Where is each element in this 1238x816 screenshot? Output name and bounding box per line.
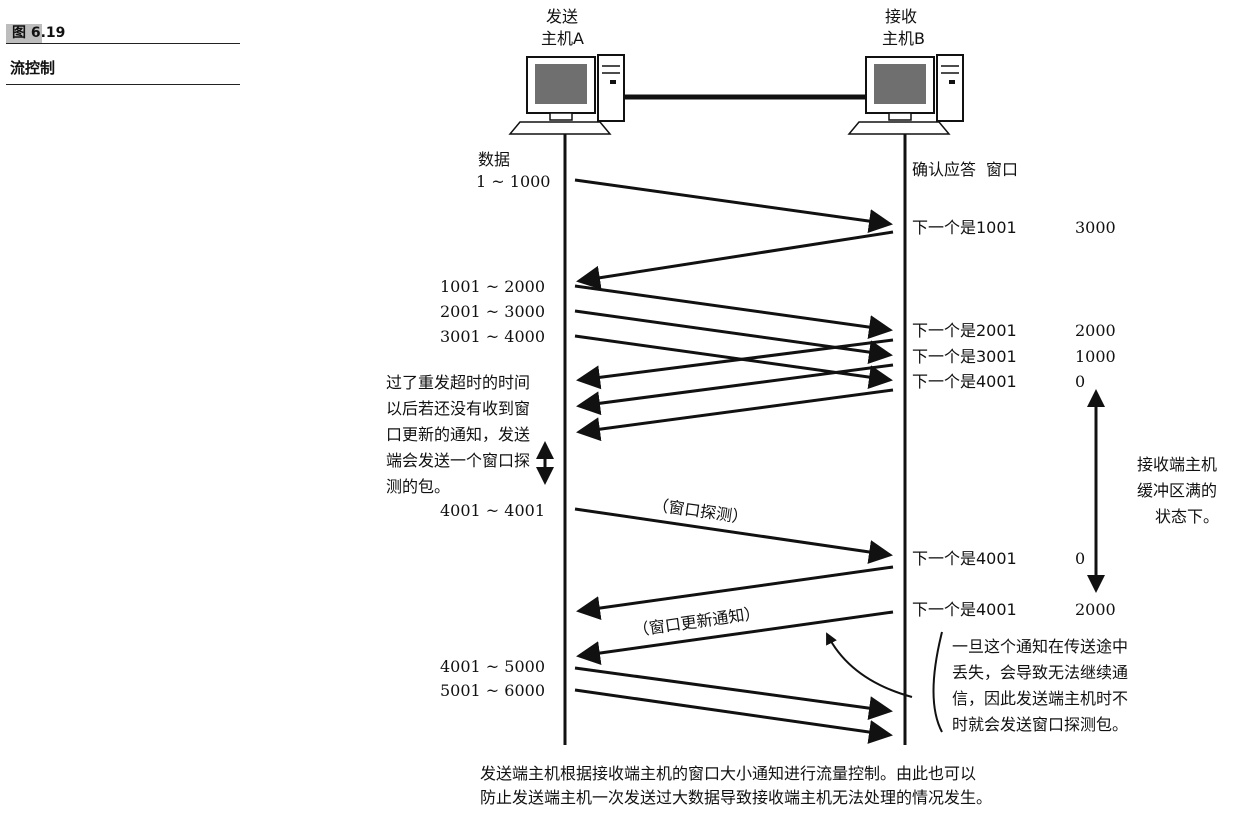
host-b-label-line1: 接收 — [885, 7, 917, 26]
footnote-line: 发送端主机根据接收端主机的窗口大小通知进行流量控制。由此也可以 — [480, 764, 977, 783]
loss-note: 一旦这个通知在传送途中 丢失，会导致无法继续通 信，因此发送端主机时不 时就会发… — [952, 637, 1128, 734]
buffer-note-line: 缓冲区满的 — [1137, 481, 1217, 500]
data-column-label: 数据 — [478, 150, 510, 169]
data-arrow — [574, 666, 893, 721]
ack-label: 下一个是4001 — [912, 600, 1017, 619]
timeout-note-line: 口更新的通知，发送 — [386, 425, 530, 444]
segment-label: 5001 ~ 6000 — [440, 681, 545, 700]
data-arrow — [574, 309, 893, 364]
window-value: 3000 — [1075, 218, 1116, 237]
host-b-computer-icon — [847, 54, 964, 135]
window-column-label: 窗口 — [986, 160, 1018, 179]
window-update-arrow — [576, 610, 894, 665]
ack-label: 下一个是3001 — [912, 347, 1017, 366]
data-arrow — [574, 688, 893, 744]
host-a-computer-icon — [508, 54, 625, 135]
timeout-note-line: 以后若还没有收到窗 — [386, 399, 530, 418]
data-arrow — [574, 284, 893, 339]
caption-rule-top — [6, 43, 240, 44]
buffer-note-line: 接收端主机 — [1137, 455, 1217, 474]
loss-note-line: 丢失，会导致无法继续通 — [952, 663, 1128, 682]
figure-footnote: 发送端主机根据接收端主机的窗口大小通知进行流量控制。由此也可以 防止发送端主机一… — [480, 762, 992, 810]
segment-label: 4001 ~ 5000 — [440, 657, 545, 676]
loss-note-bracket — [932, 631, 943, 733]
loss-note-line: 信，因此发送端主机时不 — [952, 689, 1128, 708]
timeout-note-line: 过了重发超时的时间 — [386, 373, 530, 392]
loss-note-pointer-arrow — [826, 632, 913, 698]
ack-label: 下一个是2001 — [912, 321, 1017, 340]
timeout-note-line: 测的包。 — [386, 477, 450, 496]
ack-arrow — [576, 230, 894, 290]
data-arrow — [574, 178, 893, 233]
host-b-label-line2: 主机B — [882, 29, 925, 48]
segment-label: 2001 ~ 3000 — [440, 302, 545, 321]
timeout-note: 过了重发超时的时间 以后若还没有收到窗 口更新的通知，发送 端会发送一个窗口探 … — [386, 373, 530, 496]
ack-column-label: 确认应答 — [912, 160, 976, 179]
footnote-line: 防止发送端主机一次发送过大数据导致接收端主机无法处理的情况发生。 — [480, 788, 993, 807]
ack-arrow — [576, 338, 894, 390]
ack-label: 下一个是1001 — [912, 218, 1017, 237]
timeout-note-line: 端会发送一个窗口探 — [386, 451, 530, 470]
window-value: 0 — [1075, 549, 1085, 568]
buffer-note-line: 状态下。 — [1155, 507, 1219, 526]
loss-note-line: 时就会发送窗口探测包。 — [952, 715, 1128, 734]
loss-note-line: 一旦这个通知在传送途中 — [952, 637, 1128, 656]
host-a-label-line1: 发送 — [546, 7, 578, 26]
host-a-label-line2: 主机A — [541, 29, 584, 48]
segment-label: 1 ~ 1000 — [476, 172, 550, 191]
window-value: 1000 — [1075, 347, 1116, 366]
window-value: 0 — [1075, 372, 1085, 391]
window-value: 2000 — [1075, 321, 1116, 340]
buffer-full-note: 接收端主机 缓冲区满的 状态下。 — [1137, 455, 1219, 526]
ack-arrow — [576, 565, 894, 620]
ack-label: 下一个是4001 — [912, 549, 1017, 568]
ack-arrow — [576, 363, 894, 416]
segment-label: 1001 ~ 2000 — [440, 277, 545, 296]
window-probe-arrow — [574, 507, 893, 564]
caption-rule-bottom — [6, 84, 240, 85]
ack-arrow — [576, 388, 894, 442]
window-value: 2000 — [1075, 600, 1116, 619]
segment-label: 3001 ~ 4000 — [440, 327, 545, 346]
figure-caption: 流控制 — [10, 59, 56, 77]
segment-label: 4001 ~ 4001 — [440, 501, 545, 520]
ack-label: 下一个是4001 — [912, 372, 1017, 391]
